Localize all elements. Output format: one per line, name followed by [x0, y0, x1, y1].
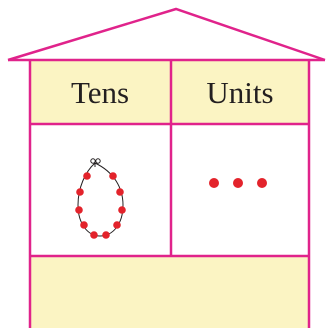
- necklace-bead: [76, 188, 84, 196]
- necklace-bead: [118, 206, 126, 214]
- roof: [8, 9, 325, 60]
- bead-necklace-icon: [75, 159, 126, 239]
- necklace-bead: [116, 188, 124, 196]
- necklace-bead: [75, 206, 83, 214]
- necklace-bead: [113, 221, 121, 229]
- necklace-bead: [109, 172, 117, 180]
- necklace-bead: [102, 231, 110, 239]
- bead-icon: [233, 178, 243, 188]
- answer-row: [30, 256, 309, 328]
- necklace-bead: [83, 172, 91, 180]
- necklace-bead: [80, 221, 88, 229]
- units-beads: [209, 178, 267, 188]
- bead-icon: [257, 178, 267, 188]
- tens-header: Tens: [71, 75, 129, 110]
- units-header: Units: [206, 75, 273, 110]
- bead-icon: [209, 178, 219, 188]
- necklace-bead: [90, 231, 98, 239]
